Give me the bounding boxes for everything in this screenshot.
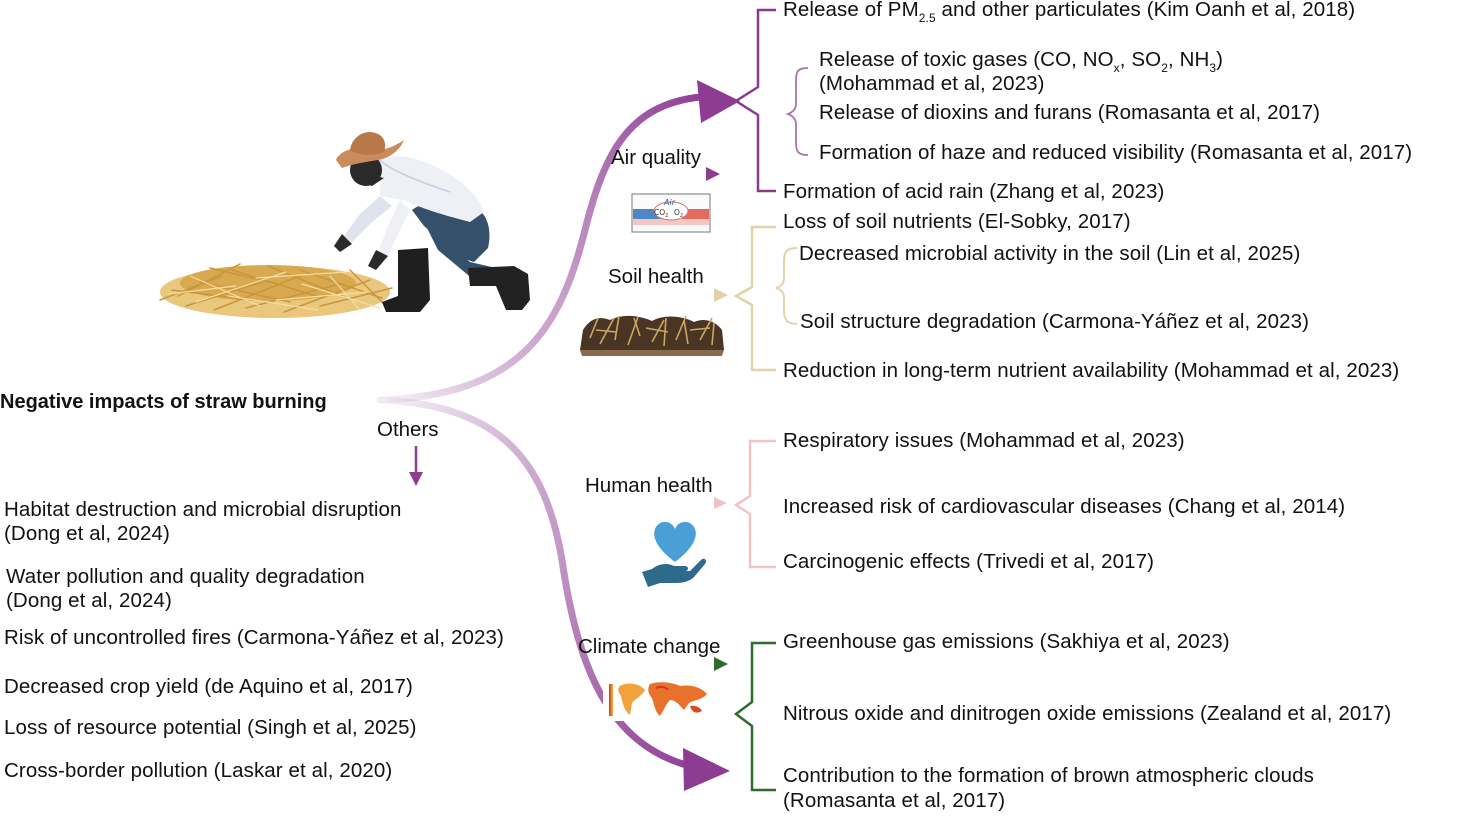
heart-in-hand-icon (642, 521, 707, 587)
air-item-toxic-gases: Release of toxic gases (CO, NOx, SO2, NH… (819, 48, 1224, 75)
air-item-toxic-gases-ref: (Mohammad et al, 2023) (819, 72, 1045, 95)
soil-sub-bracket (775, 247, 798, 325)
air-icon-o2: O2 (674, 208, 683, 219)
others-label: Others (377, 418, 439, 441)
air-item-dioxins: Release of dioxins and furans (Romasanta… (819, 101, 1321, 124)
soil-item-structure: Soil structure degradation (Carmona-Yáñe… (800, 310, 1310, 333)
others-item-crop-yield: Decreased crop yield (de Aquino et al, 2… (4, 675, 413, 698)
climate-arrow (580, 657, 728, 671)
soil-item-nutrients: Loss of soil nutrients (El-Sobky, 2017) (783, 210, 1131, 233)
category-soil-health-label: Soil health (608, 265, 704, 288)
health-bracket (733, 439, 776, 569)
climate-item-brown-clouds-ref: (Romasanta et al, 2017) (783, 789, 1006, 812)
climate-item-brown-clouds: Contribution to the formation of brown a… (783, 764, 1315, 787)
air-item-acid-rain: Formation of acid rain (Zhang et al, 202… (783, 180, 1165, 203)
category-climate-change-label: Climate change (578, 635, 721, 658)
health-item-carcinogenic: Carcinogenic effects (Trivedi et al, 201… (783, 550, 1155, 573)
air-item-pm25: Release of PM2.5 and other particulates … (783, 0, 1356, 25)
others-item-water-ref: (Dong et al, 2024) (6, 589, 172, 612)
air-arrow (592, 167, 720, 181)
air-sub-bracket (785, 67, 809, 156)
others-item-fires: Risk of uncontrolled fires (Carmona-Yáñe… (4, 626, 504, 649)
air-item-haze: Formation of haze and reduced visibility… (819, 141, 1413, 164)
air-co2-o2-icon: Air CO2 O2 (631, 193, 711, 233)
category-human-health-label: Human health (585, 474, 713, 497)
health-item-respiratory: Respiratory issues (Mohammad et al, 2023… (783, 429, 1185, 452)
main-title: Negative impacts of straw burning (0, 391, 327, 413)
air-bracket (733, 8, 776, 193)
main-arrow-down (376, 396, 730, 791)
main-arrow-up (376, 80, 740, 404)
health-arrow (592, 497, 727, 509)
others-item-resource: Loss of resource potential (Singh et al,… (4, 716, 417, 739)
category-air-quality-label: Air quality (611, 146, 702, 169)
climate-bracket (733, 641, 776, 792)
health-item-cardiovascular: Increased risk of cardiovascular disease… (783, 495, 1346, 518)
climate-item-ghg: Greenhouse gas emissions (Sakhiya et al,… (783, 630, 1230, 653)
air-icon-co2: CO2 (654, 208, 668, 219)
straw-pile (159, 263, 393, 318)
soil-item-microbial: Decreased microbial activity in the soil… (799, 242, 1301, 265)
others-item-habitat: Habitat destruction and microbial disrup… (4, 498, 402, 521)
burnt-soil-icon (580, 315, 724, 356)
others-item-cross-border: Cross-border pollution (Laskar et al, 20… (4, 759, 393, 782)
others-item-water: Water pollution and quality degradation (6, 565, 365, 588)
air-icon-word: Air (663, 198, 676, 207)
farmer-figure (334, 131, 530, 312)
others-arrow (409, 446, 423, 486)
soil-arrow (592, 288, 728, 302)
world-temperature-map-icon (603, 681, 711, 721)
soil-item-long-term: Reduction in long-term nutrient availabi… (783, 359, 1400, 382)
soil-bracket (733, 225, 776, 372)
others-item-habitat-ref: (Dong et al, 2024) (4, 522, 170, 545)
climate-item-nitrous: Nitrous oxide and dinitrogen oxide emiss… (783, 702, 1392, 725)
